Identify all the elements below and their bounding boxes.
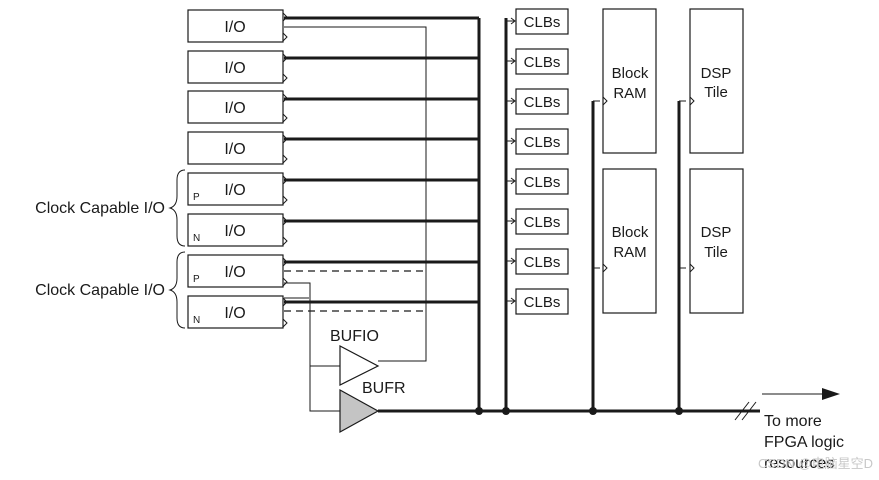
- dsp-tile-line1: DSP: [701, 224, 732, 241]
- clock-brace-2: [168, 251, 186, 329]
- io-row-7: I/O P: [187, 254, 479, 288]
- io-row-2: I/O: [187, 50, 479, 84]
- block-ram-line1: Block: [612, 65, 649, 82]
- output-label-line3: resources: [764, 455, 834, 472]
- io-row-1: I/O: [187, 9, 479, 43]
- clb-label: CLBs: [524, 134, 561, 151]
- dsp-tile-2: DSP Tile: [689, 168, 744, 314]
- output-arrow-head: [822, 388, 840, 400]
- io-label: I/O: [224, 60, 245, 77]
- block-ram-2: Block RAM: [602, 168, 657, 314]
- junction-dot: [589, 407, 597, 415]
- line-break-mark-2: [741, 401, 757, 421]
- io-row-5: I/O P: [187, 172, 479, 206]
- clb-block-8: CLBs: [506, 288, 569, 315]
- watermark-text: CSDN @电脑星空D: [758, 456, 873, 471]
- bufio-input-wire: [284, 282, 340, 367]
- bufio-feedback-line: [284, 26, 427, 362]
- clb-label: CLBs: [524, 254, 561, 271]
- dsp-tile-1: DSP Tile: [689, 8, 744, 154]
- io-label: I/O: [224, 182, 245, 199]
- clb-block-1: CLBs: [506, 8, 569, 35]
- io-label: I/O: [224, 100, 245, 117]
- clb-block-2: CLBs: [506, 48, 569, 75]
- dsp-tile-line2: Tile: [704, 244, 728, 261]
- bufr-input-wire-2: [309, 366, 340, 412]
- block-ram-line2: RAM: [613, 244, 646, 261]
- pin-label-n: N: [193, 315, 200, 326]
- clb-label: CLBs: [524, 294, 561, 311]
- block-ram-line2: RAM: [613, 85, 646, 102]
- clb-label: CLBs: [524, 174, 561, 191]
- clb-label: CLBs: [524, 54, 561, 71]
- pin-label-n: N: [193, 233, 200, 244]
- io-row-3: I/O: [187, 90, 479, 124]
- clock-capable-label-1: Clock Capable I/O: [35, 200, 165, 217]
- io-label: I/O: [224, 223, 245, 240]
- line-break-mark: [734, 401, 750, 421]
- io-row-8: I/O N: [187, 295, 479, 329]
- clb-block-7: CLBs: [506, 248, 569, 275]
- output-label-line1: To more: [764, 413, 822, 430]
- io-label: I/O: [224, 264, 245, 281]
- io-label: I/O: [224, 305, 245, 322]
- bufio-buffer: [339, 345, 380, 386]
- clb-block-4: CLBs: [506, 128, 569, 155]
- block-ram-line1: Block: [612, 224, 649, 241]
- junction-dot: [675, 407, 683, 415]
- clock-brace-1: [168, 169, 186, 247]
- bufr-label: BUFR: [362, 380, 406, 397]
- io-connector-marks: [282, 12, 288, 328]
- clb-label: CLBs: [524, 14, 561, 31]
- clb-block-6: CLBs: [506, 208, 569, 235]
- pin-label-p: P: [193, 192, 200, 203]
- bufio-label: BUFIO: [330, 328, 379, 345]
- pin-label-p: P: [193, 274, 200, 285]
- dsp-tile-line2: Tile: [704, 84, 728, 101]
- io-row-4: I/O: [187, 131, 479, 165]
- clb-block-5: CLBs: [506, 168, 569, 195]
- block-ram-1: Block RAM: [602, 8, 657, 154]
- junction-dot: [502, 407, 510, 415]
- clb-label: CLBs: [524, 94, 561, 111]
- io-row-6: I/O N: [187, 213, 479, 247]
- clb-label: CLBs: [524, 214, 561, 231]
- io-label: I/O: [224, 141, 245, 158]
- junction-dot: [475, 407, 483, 415]
- clock-capable-label-2: Clock Capable I/O: [35, 282, 165, 299]
- bufr-buffer: [339, 388, 380, 434]
- dsp-tile-line1: DSP: [701, 65, 732, 82]
- output-label-line2: FPGA logic: [764, 434, 844, 451]
- clb-block-3: CLBs: [506, 88, 569, 115]
- io-label: I/O: [224, 19, 245, 36]
